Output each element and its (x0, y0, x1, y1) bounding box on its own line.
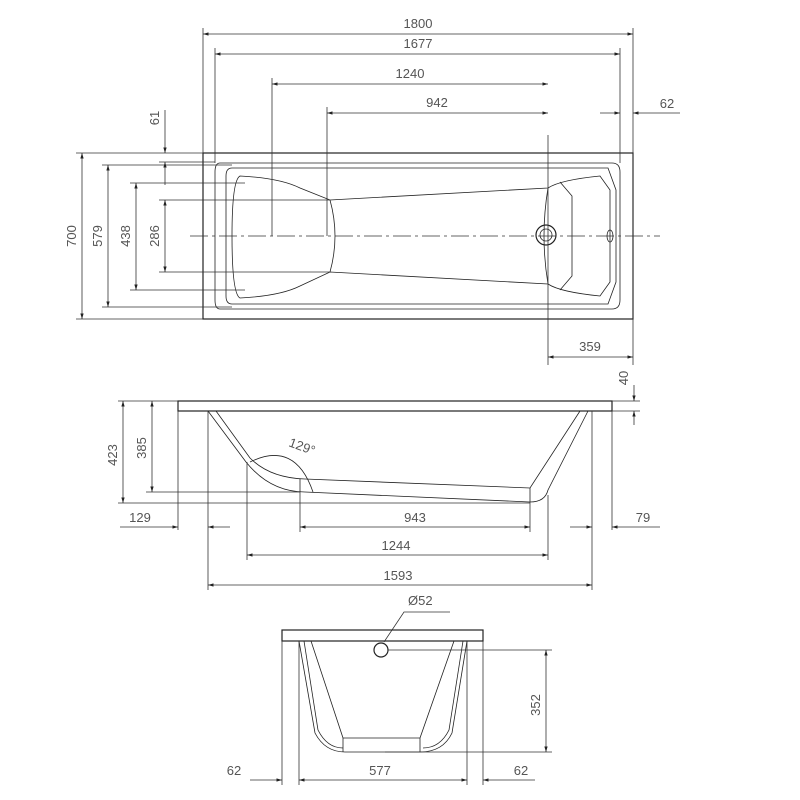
dim-1240: 1240 (396, 66, 425, 81)
dim-385: 385 (134, 437, 149, 459)
dim-1800: 1800 (404, 16, 433, 31)
dim-62-left: 62 (227, 763, 241, 778)
front-view: Ø52 352 62 577 62 (227, 593, 552, 785)
dim-577: 577 (369, 763, 391, 778)
angle-129: 129° (287, 435, 317, 458)
dim-579: 579 (90, 225, 105, 247)
dim-62-right: 62 (514, 763, 528, 778)
dim-438: 438 (118, 225, 133, 247)
dim-62-top: 62 (660, 96, 674, 111)
dim-942: 942 (426, 95, 448, 110)
overflow-icon (373, 642, 389, 658)
dim-129: 129 (129, 510, 151, 525)
dim-352: 352 (528, 694, 543, 716)
top-view: 1800 1677 1240 942 62 359 700 579 438 28… (64, 16, 680, 365)
dim-1677: 1677 (404, 36, 433, 51)
dim-79: 79 (636, 510, 650, 525)
dim-943: 943 (404, 510, 426, 525)
dim-423: 423 (105, 444, 120, 466)
dim-359: 359 (579, 339, 601, 354)
dim-700: 700 (64, 225, 79, 247)
side-view: 129° 129 943 79 1244 1593 40 423 385 (105, 371, 660, 590)
dim-1593: 1593 (384, 568, 413, 583)
overflow-icon (606, 229, 614, 243)
diameter-52: Ø52 (408, 593, 433, 608)
drain-icon (535, 224, 557, 246)
dim-286: 286 (147, 225, 162, 247)
dim-61: 61 (147, 111, 162, 125)
dim-1244: 1244 (382, 538, 411, 553)
dim-40: 40 (616, 371, 631, 385)
